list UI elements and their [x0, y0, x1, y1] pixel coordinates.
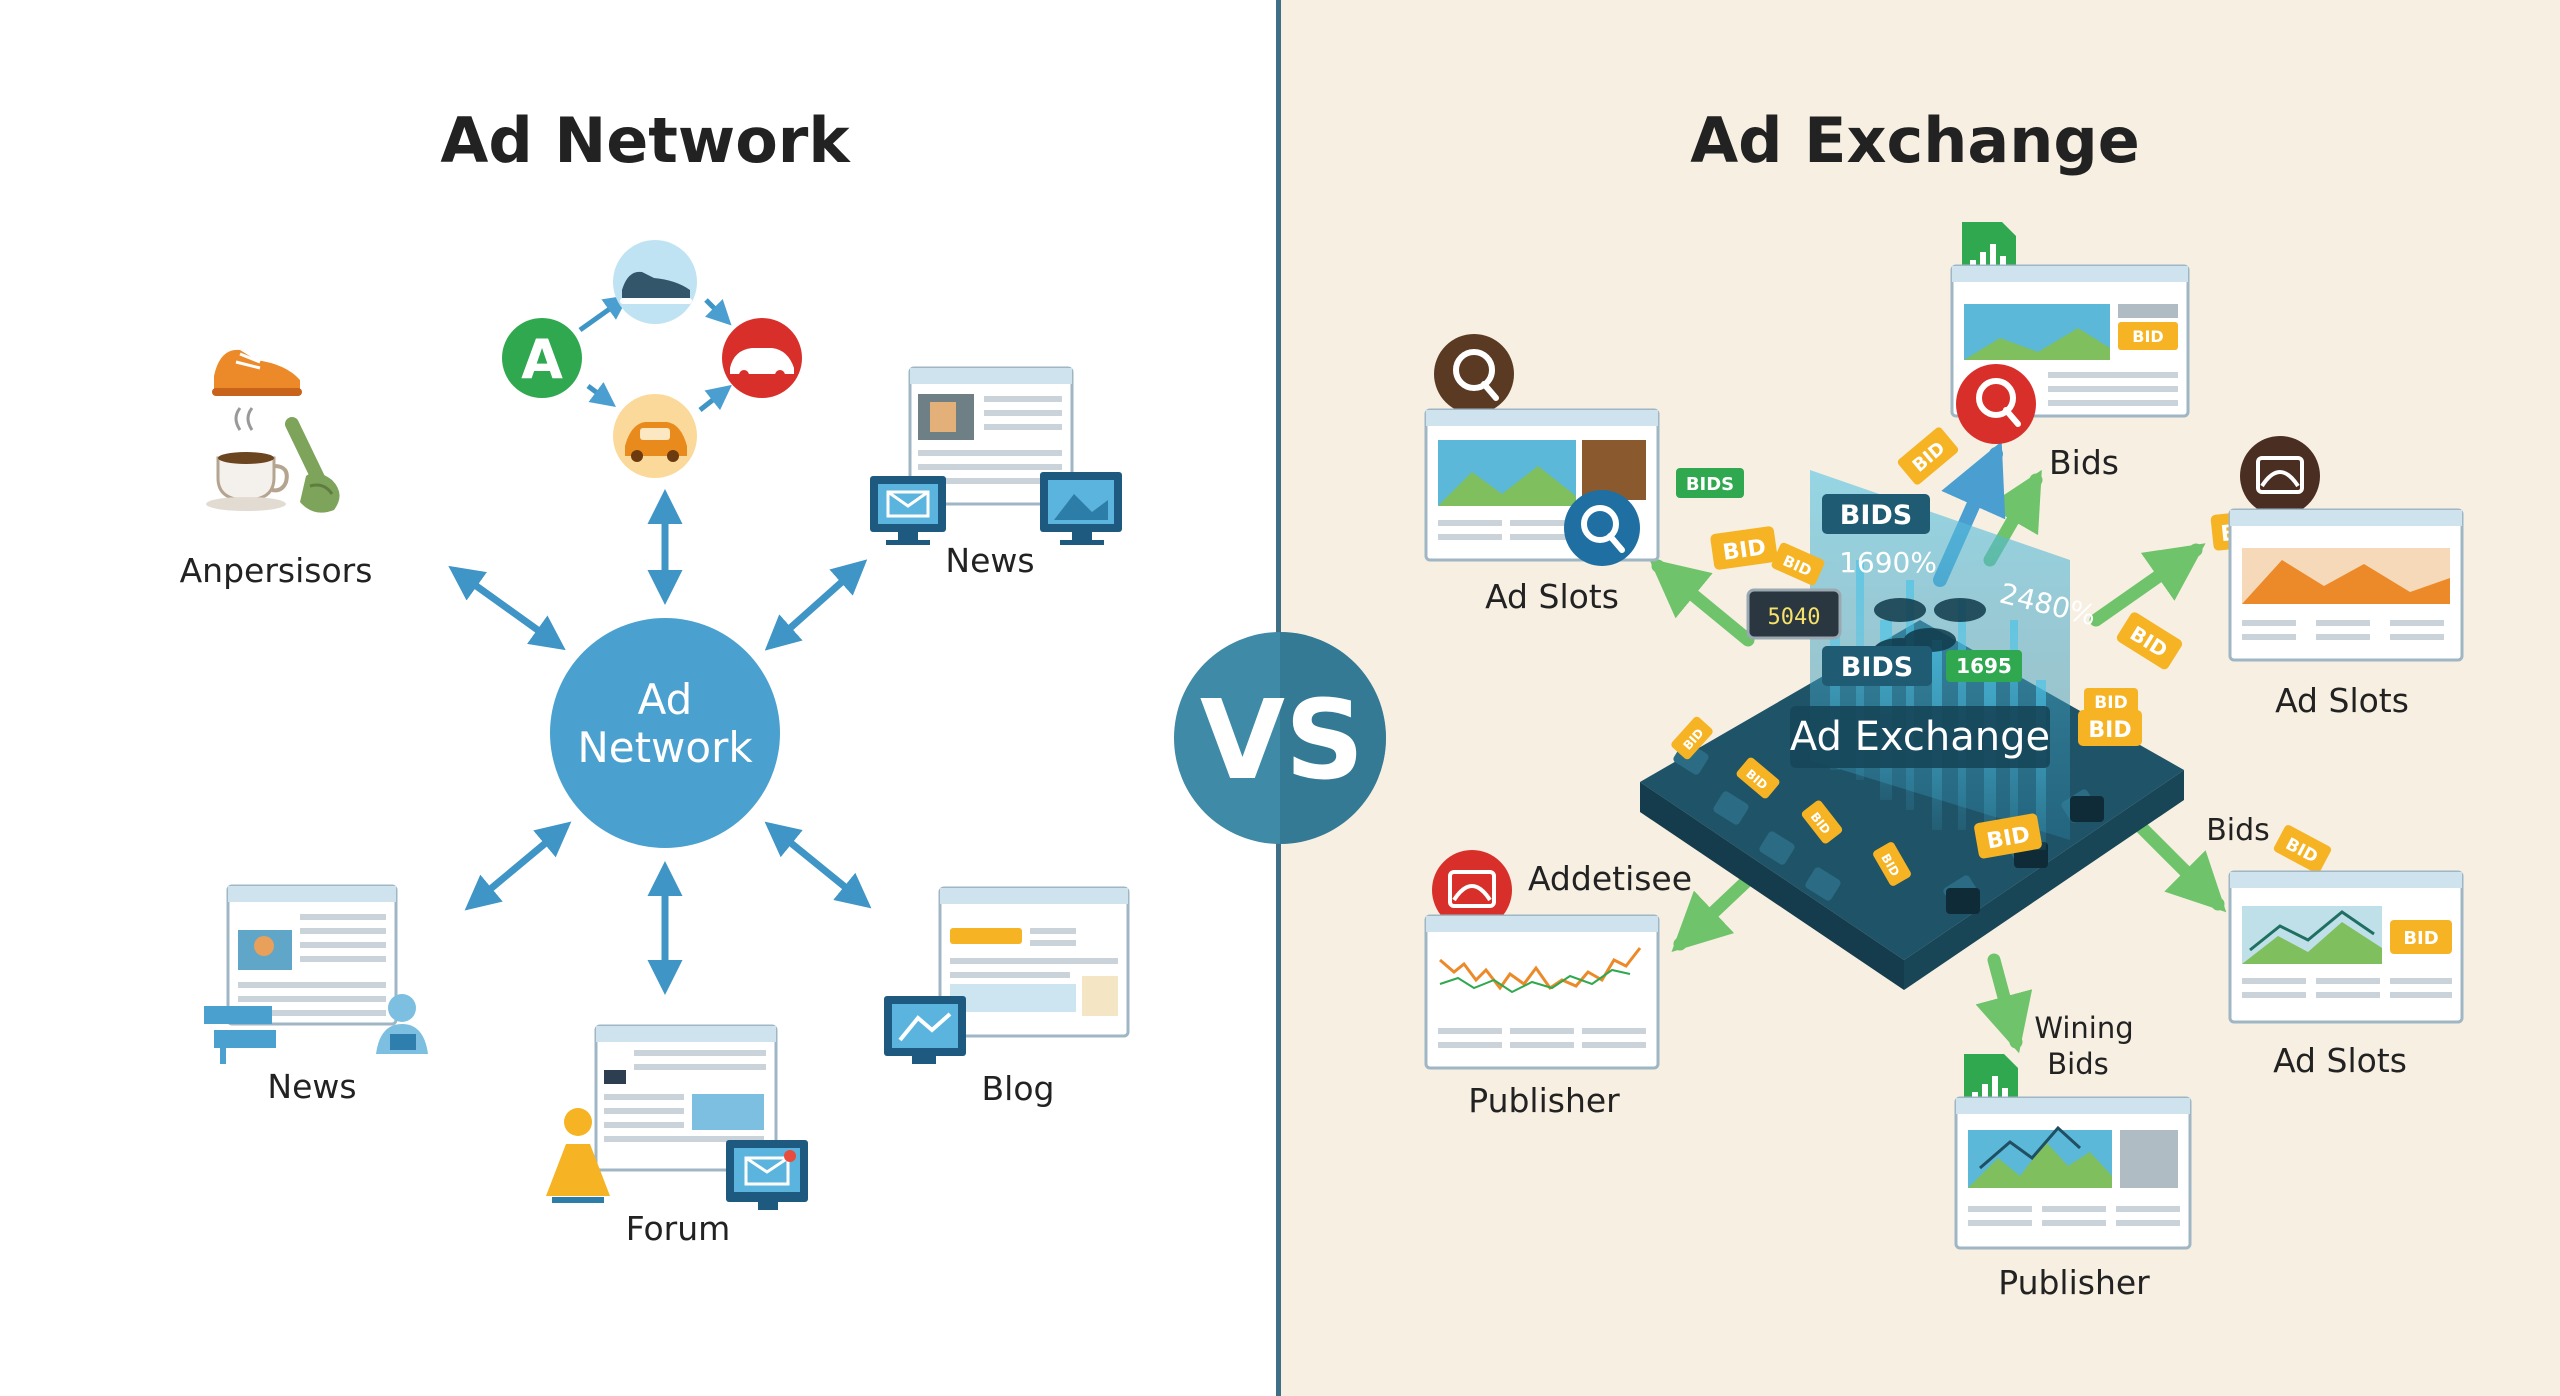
- news-site-top: News: [870, 366, 1122, 580]
- ad-slots-right-label: Ad Slots: [2275, 681, 2409, 720]
- bids-top-label: Bids: [2049, 443, 2119, 482]
- advertiser-brand-cluster: A: [502, 240, 802, 478]
- email-monitor-icon-2: [726, 1140, 808, 1210]
- forum-site: Forum: [546, 1024, 808, 1248]
- hub-label-line1: Ad: [638, 675, 693, 724]
- right-title: Ad Exchange: [1690, 104, 2140, 177]
- shoe-brand-icon: [613, 240, 697, 324]
- news-bottom-label: News: [267, 1067, 356, 1106]
- left-title: Ad Network: [440, 104, 851, 177]
- svg-text:1690%: 1690%: [1839, 546, 1937, 579]
- red-car-icon: [722, 318, 802, 398]
- search-brand-icon: [1434, 334, 1514, 414]
- svg-text:5040: 5040: [1768, 605, 1821, 630]
- publisher-bottom: Wining Bids Publisher: [1954, 1011, 2192, 1302]
- ad-slots-right: Ad Slots: [2228, 436, 2464, 720]
- arrow-to-winning-bids: [1975, 953, 2033, 1054]
- arrow-hub-news-bottom: [464, 821, 572, 911]
- winning-bids-line2: Bids: [2047, 1047, 2108, 1081]
- signpost-icon: [204, 1006, 276, 1064]
- advertisers-node: Anpersisors: [180, 349, 373, 590]
- arrow-hub-advertisers: [448, 565, 566, 651]
- svg-text:BIDS: BIDS: [1840, 500, 1912, 531]
- ad-slots-left-label: Ad Slots: [1485, 577, 1619, 616]
- advertiser-publisher-left: Addetisee Publisher: [1424, 850, 1692, 1120]
- brand-a-icon: A: [502, 318, 582, 398]
- exchange-hub-label: Ad Exchange: [1790, 714, 2050, 760]
- news-top-label: News: [945, 541, 1034, 580]
- arrow-to-ad-slots-bottom-right: [2133, 819, 2227, 913]
- hub-label-line2: Network: [577, 723, 753, 772]
- publisher-left-label: Publisher: [1468, 1081, 1620, 1120]
- ad-slots-left: Ad Slots: [1424, 334, 1660, 616]
- arrow-to-ad-slots-right: [2089, 543, 2206, 627]
- search-brand-red-icon: [1956, 364, 2036, 444]
- person-icon: [546, 1108, 610, 1203]
- advertiser-label: Addetisee: [1528, 859, 1692, 898]
- advertisers-label: Anpersisors: [180, 551, 373, 590]
- svg-text:BID: BID: [2094, 693, 2127, 713]
- svg-text:1695: 1695: [1956, 654, 2012, 678]
- vs-label: VS: [1200, 676, 1364, 804]
- forum-label: Forum: [626, 1209, 731, 1248]
- ad-network-hub: Ad Network: [550, 618, 780, 848]
- vs-badge: VS: [1174, 632, 1386, 844]
- arrow-to-advertiser: [1671, 869, 1759, 953]
- publisher-bottom-label: Publisher: [1998, 1263, 2150, 1302]
- arrow-to-ad-slots-left: [1648, 558, 1755, 647]
- golf-club-icon: [285, 417, 340, 513]
- svg-text:A: A: [521, 328, 563, 391]
- bids-right-label: Bids: [2206, 813, 2270, 848]
- orange-car-icon: [613, 394, 697, 478]
- email-monitor-icon: [870, 476, 946, 545]
- search-magnifier-icon: [1564, 490, 1640, 566]
- svg-text:BIDS: BIDS: [1841, 652, 1913, 683]
- ad-exchange-hub-label: Ad Exchange: [1790, 706, 2050, 768]
- arrow-hub-blog: [764, 821, 872, 909]
- news-site-bottom: News: [204, 884, 428, 1106]
- svg-text:BID: BID: [2132, 327, 2163, 346]
- svg-text:BID: BID: [1721, 535, 1767, 566]
- coffee-cup-icon: [206, 407, 289, 511]
- hub-arrows: [448, 489, 872, 995]
- blog-site: Blog: [884, 886, 1130, 1108]
- blog-label: Blog: [982, 1069, 1055, 1108]
- chart-monitor-icon: [1040, 472, 1122, 545]
- svg-text:BID: BID: [2088, 718, 2131, 743]
- svg-text:BIDS: BIDS: [1686, 474, 1734, 495]
- winning-bids-line1: Wining: [2034, 1011, 2133, 1045]
- top-publisher-site: BID Bids: [1950, 222, 2190, 482]
- svg-text:BID: BID: [2403, 928, 2438, 949]
- arrow-hub-news-top: [764, 559, 868, 651]
- ad-slots-bottom-right: Bids BID Ad Slots: [2206, 813, 2464, 1080]
- ad-slots-bottom-right-label: Ad Slots: [2273, 1041, 2407, 1080]
- sneaker-icon: [212, 349, 302, 396]
- user-icon: [376, 994, 428, 1054]
- laptop-monitor-icon: [884, 996, 966, 1064]
- brand-arc-icon: [2240, 436, 2320, 516]
- brand-red-arc-icon: [1432, 850, 1512, 930]
